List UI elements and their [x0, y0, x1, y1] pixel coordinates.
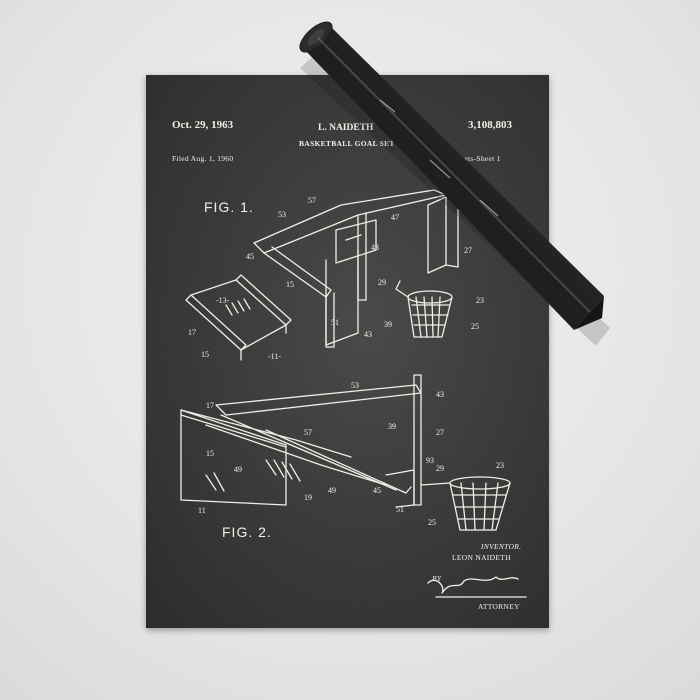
svg-text:53: 53 — [278, 210, 286, 219]
svg-text:57: 57 — [304, 428, 312, 437]
patent-number: 3,108,803 — [468, 119, 512, 131]
svg-text:93: 93 — [426, 456, 434, 465]
svg-text:15: 15 — [286, 280, 294, 289]
patent-inventor-header: L. NAIDETH — [318, 123, 374, 133]
svg-text:49: 49 — [328, 486, 336, 495]
fig2-drawing — [180, 374, 511, 531]
svg-text:51: 51 — [331, 318, 339, 327]
wrapping-paper-sheet: Oct. 29, 1963 L. NAIDETH 3,108,803 BASKE… — [146, 75, 549, 628]
patent-date: Oct. 29, 1963 — [172, 119, 234, 131]
svg-text:-11-: -11- — [268, 352, 281, 361]
svg-text:47: 47 — [391, 213, 399, 222]
fig1-label: FIG. 1. — [204, 199, 254, 215]
svg-text:43: 43 — [371, 243, 379, 252]
svg-text:11: 11 — [198, 506, 206, 515]
chalkboard-texture — [146, 75, 549, 628]
fig1-drawing — [185, 189, 459, 361]
signature-by: BY — [432, 574, 442, 583]
svg-text:17: 17 — [206, 401, 214, 410]
svg-text:51: 51 — [396, 505, 404, 514]
svg-text:39: 39 — [384, 320, 392, 329]
svg-text:25: 25 — [471, 322, 479, 331]
svg-text:39: 39 — [388, 422, 396, 431]
svg-text:27: 27 — [436, 428, 444, 437]
svg-text:23: 23 — [496, 461, 504, 470]
svg-text:-13-: -13- — [216, 296, 230, 305]
fig2-label: FIG. 2. — [222, 524, 272, 540]
patent-drawing: 57 53 47 45 43 27 29 23 25 39 43 51 15 -13- 17 15 -… — [180, 189, 527, 598]
svg-text:29: 29 — [436, 464, 444, 473]
patent-filed-date: Filed Aug. 1, 1960 — [172, 154, 234, 163]
svg-text:17: 17 — [188, 328, 196, 337]
svg-text:43: 43 — [364, 330, 372, 339]
attorney-label: ATTORNEY — [478, 602, 520, 611]
svg-text:15: 15 — [206, 449, 214, 458]
svg-text:23: 23 — [476, 296, 484, 305]
svg-text:15: 15 — [201, 350, 209, 359]
inventor-label: INVENTOR. — [481, 542, 522, 551]
svg-text:43: 43 — [436, 390, 444, 399]
svg-text:53: 53 — [351, 381, 359, 390]
patent-sheets: 2 Sheets-Sheet 1 — [446, 154, 501, 163]
svg-text:57: 57 — [308, 196, 316, 205]
svg-text:49: 49 — [234, 465, 242, 474]
patent-title: BASKETBALL GOAL SET — [299, 139, 395, 148]
inventor-name: LEON NAIDETH — [452, 553, 511, 562]
signature-scribble — [427, 576, 519, 594]
svg-text:19: 19 — [304, 493, 312, 502]
svg-text:45: 45 — [373, 486, 381, 495]
svg-text:25: 25 — [428, 518, 436, 527]
svg-text:27: 27 — [464, 246, 472, 255]
svg-text:29: 29 — [378, 278, 386, 287]
svg-text:45: 45 — [246, 252, 254, 261]
